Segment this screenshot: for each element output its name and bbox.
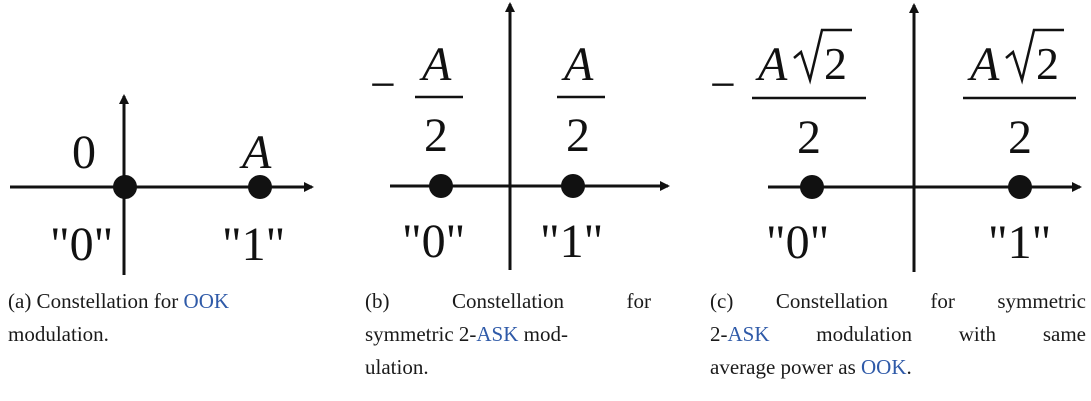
- figure-c: − A 2 2 A 2 2 "0" "1" (c) Constellation …: [700, 0, 1091, 401]
- symbol-label-1: "1": [540, 215, 603, 268]
- fraction-denominator-left: 2: [424, 109, 448, 162]
- minus-sign: −: [710, 59, 736, 110]
- fraction-denominator-right: 2: [566, 109, 590, 162]
- fraction-denominator-right: 2: [1008, 111, 1032, 164]
- symbol-point-1: [1008, 175, 1032, 199]
- symbol-point-0: [113, 175, 137, 199]
- minus-sign: −: [370, 59, 396, 110]
- caption-b: (b) Constellation for symmetric 2-ASK mo…: [365, 285, 651, 384]
- caption-a-text: (a) Constellation for: [8, 289, 184, 313]
- fraction-numerator-left: A: [419, 38, 452, 91]
- symbol-label-0: "0": [766, 216, 829, 269]
- constellation-diagram-symmetric-ask-same-power: − A 2 2 A 2 2 "0" "1": [710, 3, 1082, 272]
- symbol-point-0: [800, 175, 824, 199]
- numerator-root-left: 2: [824, 38, 847, 89]
- symbol-label-1: "1": [988, 216, 1051, 269]
- caption-c: (c) Constellation for symmetric 2-ASK mo…: [710, 285, 1086, 384]
- symbol-label-0: "0": [402, 215, 465, 268]
- numerator-root-right: 2: [1036, 38, 1059, 89]
- symbol-label-0: "0": [50, 218, 113, 271]
- caption-a-line2: modulation.: [8, 322, 109, 346]
- caption-c-text-line3: average power as: [710, 355, 861, 379]
- caption-a: (a) Constellation for OOK modulation.: [8, 285, 328, 351]
- caption-b-line2: symmetric 2-ASK mod-: [365, 318, 651, 351]
- figure-a: 0 A "0" "1" (a) Constellation for OOK mo…: [0, 0, 330, 401]
- constellation-diagram-symmetric-ask: − A 2 A 2 "0" "1": [370, 2, 670, 270]
- caption-c-line3: average power as OOK.: [710, 351, 1086, 384]
- fraction-numerator-left: A 2: [755, 28, 852, 91]
- caption-b-line3: ulation.: [365, 355, 429, 379]
- caption-c-period: .: [906, 355, 912, 379]
- caption-c-text-suffix: modulation with same: [769, 322, 1086, 346]
- caption-b-text-suffix: mod-: [518, 322, 568, 346]
- numerator-a-right: A: [967, 38, 1000, 91]
- symbol-label-1: "1": [222, 218, 285, 271]
- caption-c-line2: 2-ASK modulation with same: [710, 318, 1086, 351]
- symbol-point-1: [561, 174, 585, 198]
- caption-c-text: 2-: [710, 322, 728, 346]
- caption-b-text: symmetric 2-: [365, 322, 477, 346]
- fraction-denominator-left: 2: [797, 111, 821, 164]
- numerator-a-left: A: [755, 38, 788, 91]
- fraction-numerator-right: A 2: [967, 28, 1064, 91]
- acronym-link-ask[interactable]: ASK: [476, 322, 519, 346]
- point-label-a: A: [239, 126, 272, 179]
- symbol-point-0: [429, 174, 453, 198]
- caption-c-line1: (c) Constellation for symmetric: [710, 289, 1086, 313]
- symbol-point-1: [248, 175, 272, 199]
- square-root-sign-left: [793, 28, 852, 85]
- caption-b-line1: (b) Constellation for: [365, 289, 651, 313]
- figure-b: − A 2 A 2 "0" "1" (b) Constellation for …: [355, 0, 675, 401]
- acronym-link-ook[interactable]: OOK: [861, 355, 907, 379]
- acronym-link-ask[interactable]: ASK: [727, 322, 770, 346]
- point-label-0: 0: [72, 126, 96, 179]
- fraction-numerator-right: A: [561, 38, 594, 91]
- constellation-diagram-ook: 0 A "0" "1": [10, 94, 314, 275]
- acronym-link-ook[interactable]: OOK: [183, 289, 230, 313]
- square-root-sign-right: [1005, 28, 1064, 85]
